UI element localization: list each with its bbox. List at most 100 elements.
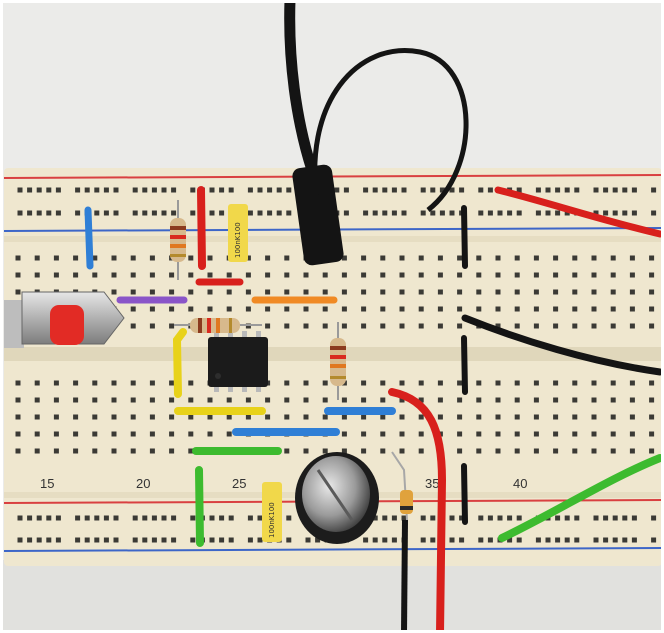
breadboard-hole bbox=[15, 431, 21, 437]
breadboard-hole bbox=[380, 431, 386, 437]
breadboard-hole bbox=[73, 431, 79, 437]
breadboard-hole bbox=[457, 448, 463, 454]
breadboard-hole bbox=[245, 397, 251, 403]
breadboard-hole bbox=[478, 187, 484, 193]
breadboard-hole bbox=[111, 255, 117, 261]
breadboard-hole bbox=[169, 397, 175, 403]
breadboard-hole bbox=[303, 397, 309, 403]
breadboard-hole bbox=[391, 515, 397, 521]
breadboard-hole bbox=[457, 306, 463, 312]
breadboard-hole bbox=[226, 306, 232, 312]
breadboard-hole bbox=[92, 431, 98, 437]
breadboard-hole bbox=[169, 323, 175, 329]
breadboard-hole bbox=[622, 515, 628, 521]
breadboard-hole bbox=[27, 515, 33, 521]
breadboard-hole bbox=[132, 515, 138, 521]
breadboard-hole bbox=[495, 255, 501, 261]
breadboard-hole bbox=[514, 431, 520, 437]
breadboard-hole bbox=[553, 414, 559, 420]
breadboard-hole bbox=[487, 187, 493, 193]
breadboard-hole bbox=[430, 537, 436, 543]
breadboard-hole bbox=[151, 210, 157, 216]
breadboard-hole bbox=[36, 187, 42, 193]
breadboard-hole bbox=[322, 306, 328, 312]
breadboard-hole bbox=[73, 380, 79, 386]
breadboard-hole bbox=[265, 397, 271, 403]
breadboard-hole bbox=[610, 431, 616, 437]
film-capacitor-bottom: 100nK100 bbox=[262, 482, 282, 542]
breadboard-hole bbox=[303, 323, 309, 329]
breadboard-hole bbox=[603, 515, 609, 521]
breadboard-hole bbox=[130, 272, 136, 278]
breadboard-hole bbox=[34, 397, 40, 403]
breadboard-hole bbox=[94, 515, 100, 521]
breadboard-hole bbox=[257, 187, 263, 193]
breadboard-hole bbox=[322, 380, 328, 386]
breadboard-hole bbox=[34, 272, 40, 278]
breadboard-hole bbox=[226, 397, 232, 403]
breadboard-hole bbox=[516, 515, 522, 521]
breadboard-hole bbox=[188, 397, 194, 403]
breadboard-hole bbox=[303, 272, 309, 278]
breadboard-hole bbox=[649, 397, 655, 403]
breadboard-hole bbox=[73, 397, 79, 403]
black-jumper-middle bbox=[461, 335, 468, 395]
red-wire-bottom bbox=[388, 388, 447, 633]
breadboard-hole bbox=[418, 431, 424, 437]
breadboard-hole bbox=[111, 414, 117, 420]
breadboard-hole bbox=[27, 187, 33, 193]
breadboard-hole bbox=[188, 306, 194, 312]
breadboard-hole bbox=[113, 537, 119, 543]
breadboard-hole bbox=[420, 187, 426, 193]
film-capacitor-top: 100nK100 bbox=[228, 204, 248, 262]
breadboard-hole bbox=[495, 306, 501, 312]
breadboard-hole bbox=[533, 414, 539, 420]
breadboard-hole bbox=[207, 431, 213, 437]
column-label-15: 15 bbox=[40, 476, 54, 491]
breadboard-hole bbox=[53, 380, 59, 386]
breadboard-hole bbox=[497, 210, 503, 216]
breadboard-hole bbox=[591, 380, 597, 386]
resistors bbox=[170, 200, 346, 400]
breadboard-hole bbox=[284, 255, 290, 261]
breadboard-hole bbox=[17, 210, 23, 216]
breadboard-hole bbox=[478, 515, 484, 521]
breadboard-hole bbox=[15, 380, 21, 386]
breadboard-hole bbox=[535, 537, 541, 543]
breadboard-hole bbox=[53, 255, 59, 261]
yellow-jumper-vertical bbox=[172, 328, 187, 398]
breadboard-hole bbox=[514, 306, 520, 312]
breadboard-hole bbox=[276, 210, 282, 216]
black-jumper-bottom bbox=[461, 463, 468, 525]
breadboard-hole bbox=[190, 210, 196, 216]
breadboard-hole bbox=[284, 448, 290, 454]
breadboard-hole bbox=[476, 397, 482, 403]
breadboard-hole bbox=[380, 272, 386, 278]
breadboard-hole bbox=[15, 448, 21, 454]
column-label-35: 35 bbox=[425, 476, 439, 491]
breadboard-hole bbox=[265, 306, 271, 312]
breadboard-hole bbox=[476, 306, 482, 312]
breadboard-hole bbox=[591, 397, 597, 403]
breadboard-hole bbox=[439, 210, 445, 216]
breadboard-hole bbox=[514, 414, 520, 420]
breadboard-hole bbox=[207, 289, 213, 295]
breadboard-hole bbox=[382, 515, 388, 521]
breadboard-hole bbox=[572, 448, 578, 454]
breadboard-hole bbox=[533, 448, 539, 454]
breadboard-hole bbox=[418, 380, 424, 386]
breadboard-hole bbox=[418, 414, 424, 420]
breadboard-hole bbox=[46, 210, 52, 216]
breadboard-hole bbox=[610, 414, 616, 420]
breadboard-hole bbox=[209, 515, 215, 521]
breadboard-hole bbox=[631, 210, 637, 216]
breadboard-hole bbox=[516, 187, 522, 193]
ic-pin bbox=[214, 385, 219, 392]
breadboard-hole bbox=[286, 515, 292, 521]
breadboard-hole bbox=[430, 515, 436, 521]
breadboard-hole bbox=[341, 448, 347, 454]
breadboard-hole bbox=[92, 255, 98, 261]
breadboard-hole bbox=[418, 289, 424, 295]
breadboard-hole bbox=[226, 289, 232, 295]
breadboard-hole bbox=[591, 431, 597, 437]
